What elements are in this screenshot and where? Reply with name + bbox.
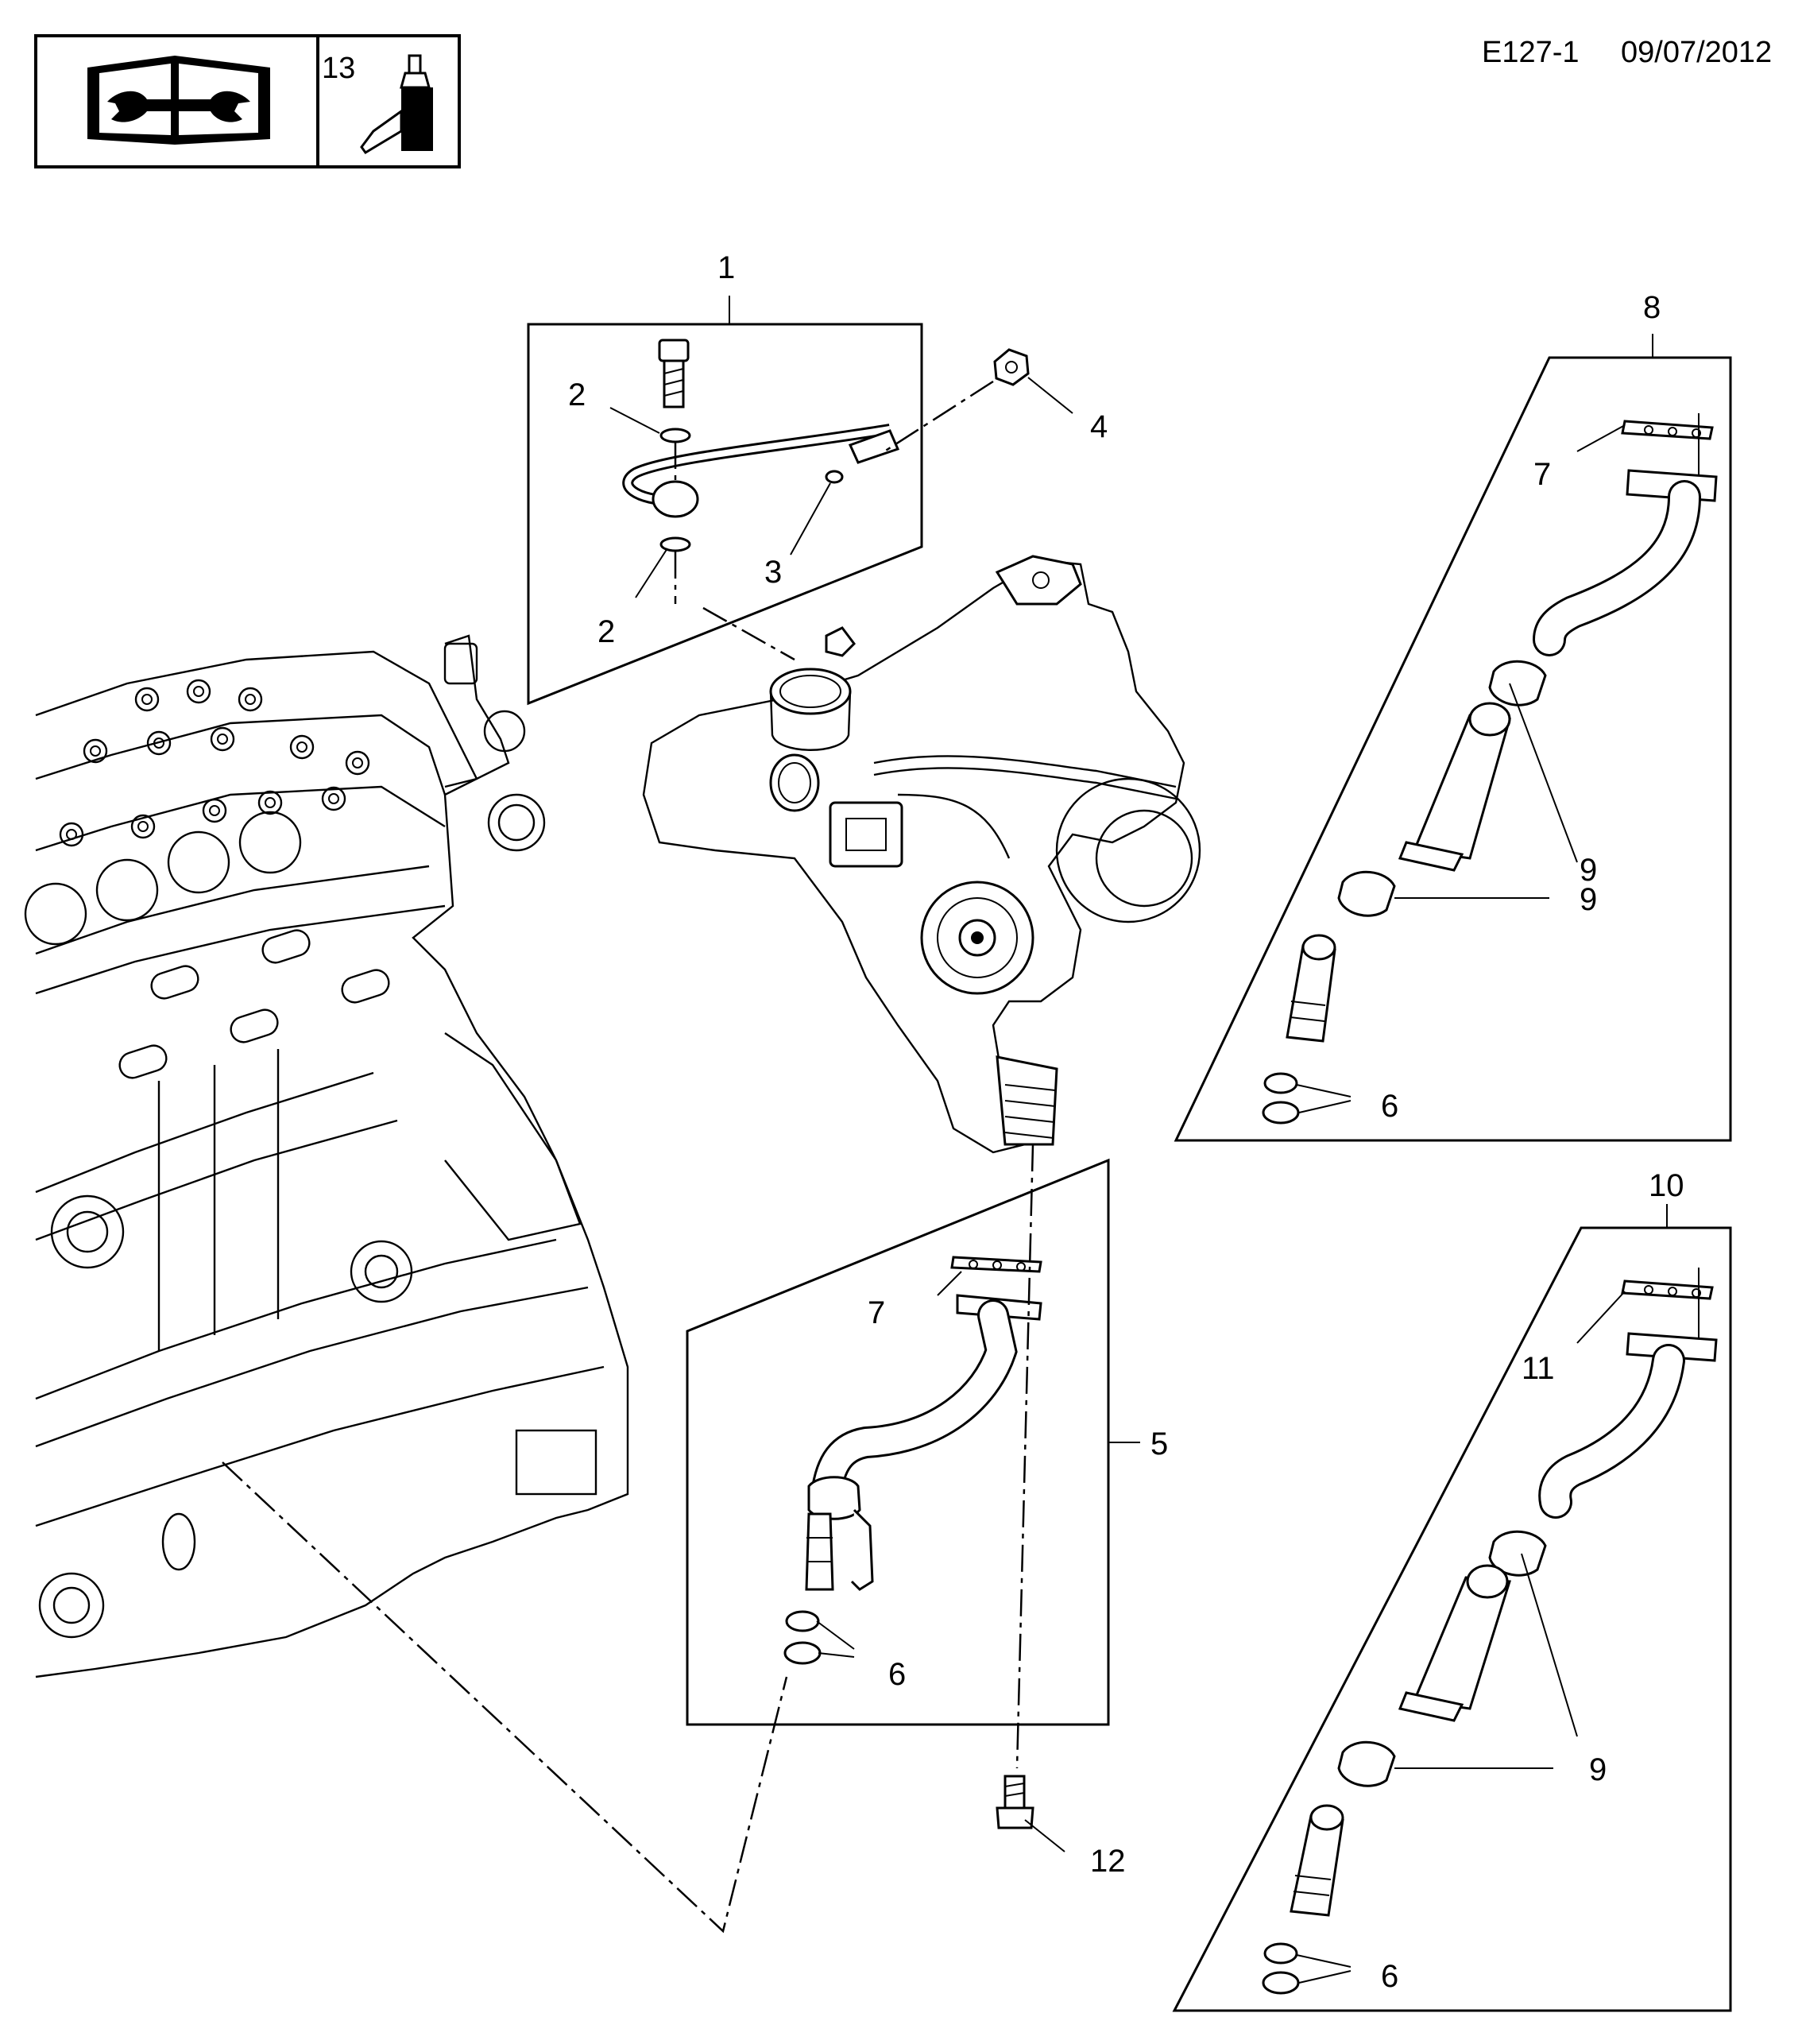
document-code: E127-1 bbox=[1482, 36, 1580, 69]
banjo-bolt bbox=[658, 339, 690, 408]
head-bolts bbox=[59, 679, 370, 847]
callout-2-lower: 2 bbox=[597, 614, 615, 649]
document-date: 09/07/2012 bbox=[1621, 36, 1772, 69]
callout-9-box8-upper: 9 bbox=[1580, 853, 1597, 888]
callout-1: 1 bbox=[717, 250, 735, 285]
oil-return-pipe-assembly-5 bbox=[686, 1158, 1140, 1726]
hollow-bolt-4 bbox=[881, 348, 1073, 455]
sealant-bottle-icon bbox=[360, 54, 433, 154]
repair-manual-icon bbox=[87, 56, 270, 145]
callout-8: 8 bbox=[1643, 290, 1661, 325]
callout-6-box8: 6 bbox=[1381, 1089, 1398, 1124]
callout-7-box8: 7 bbox=[1533, 457, 1551, 492]
callout-9-box10: 9 bbox=[1589, 1752, 1607, 1787]
icon-box-number: 13 bbox=[322, 52, 355, 85]
callout-3: 3 bbox=[764, 555, 782, 590]
oil-feed-pipe-group bbox=[527, 296, 923, 706]
header-icon-box: 13 bbox=[34, 34, 461, 168]
callout-labels: 1 2 2 3 4 5 6 6 6 7 7 8 9 9 9 10 11 12 bbox=[568, 250, 1684, 1994]
callout-5: 5 bbox=[1150, 1427, 1168, 1461]
pipe-union-nut bbox=[848, 429, 900, 464]
turbocharger bbox=[642, 555, 1201, 1154]
callout-6-center: 6 bbox=[888, 1657, 906, 1692]
banjo-fitting bbox=[652, 480, 699, 518]
callout-10: 10 bbox=[1649, 1168, 1684, 1203]
callout-6-box10: 6 bbox=[1381, 1959, 1398, 1994]
oil-return-pipe-assembly-8 bbox=[1174, 334, 1732, 1142]
callout-9-box8-lower: 9 bbox=[1580, 882, 1597, 917]
o-ring-small bbox=[825, 470, 844, 484]
sealing-washer-upper bbox=[659, 428, 691, 443]
bolt-12 bbox=[996, 1775, 1065, 1852]
callout-11: 11 bbox=[1522, 1351, 1555, 1386]
callout-4: 4 bbox=[1090, 409, 1108, 444]
callout-7-center: 7 bbox=[868, 1295, 885, 1330]
callout-2-upper: 2 bbox=[568, 377, 586, 412]
oil-return-pipe-assembly-10 bbox=[1172, 1204, 1732, 2012]
callout-12: 12 bbox=[1090, 1844, 1126, 1879]
sealing-washer-lower bbox=[659, 536, 691, 552]
engine-block bbox=[24, 634, 788, 1934]
